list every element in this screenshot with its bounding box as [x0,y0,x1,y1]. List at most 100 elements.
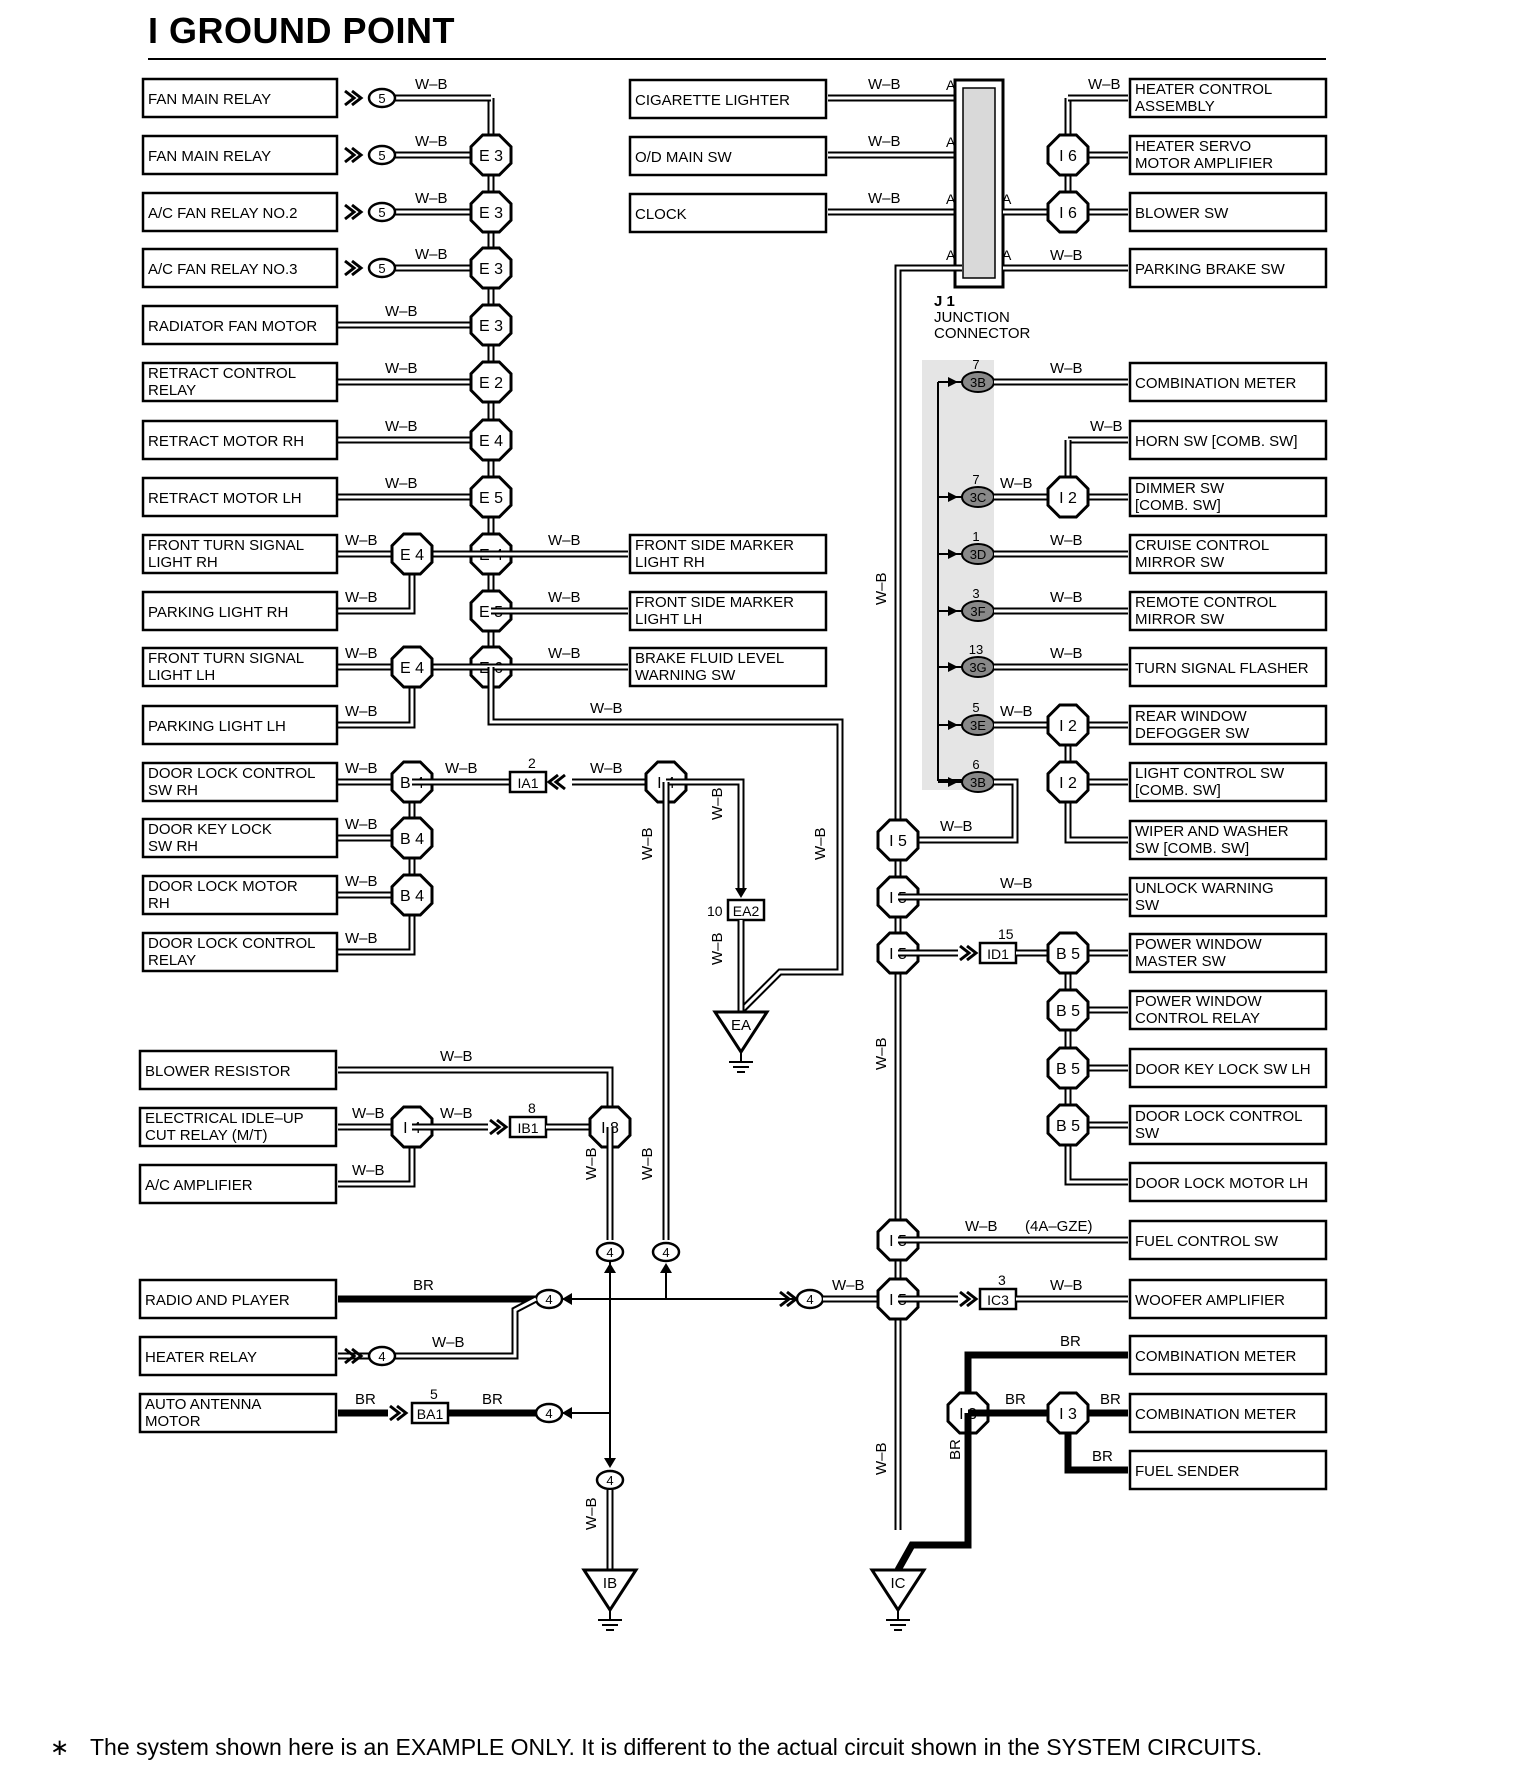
j1-pin-label: 3B [970,375,986,390]
wire-label: W–B [868,190,901,207]
splice-b5-label: B 5 [1056,1118,1080,1135]
arrow-down-icon [735,888,747,898]
wire-label: W–B [1090,418,1123,435]
box-fan-main-relay-1 [141,77,339,119]
box-fan-main-relay-1-label: FAN MAIN RELAY [148,91,271,108]
box-ac-amplifier [138,1163,338,1205]
splice-b4 [390,816,434,860]
junction-label: CONNECTOR [934,325,1031,342]
wire-label: BR [482,1391,503,1408]
pin-4-connector-label: 4 [545,1292,552,1307]
pin-5-connector-label: 5 [378,91,385,106]
j1-pin-number: 5 [972,700,979,715]
ground-ea-label: EA [731,1017,751,1034]
box-door-lock-ctrl-sw-lh-label: SW [1135,1125,1160,1142]
wire-label: W–B [583,1147,600,1180]
connector-ib1-pin: 8 [528,1100,536,1116]
pin-4-connector-label: 4 [545,1406,552,1421]
splice-i2 [1046,703,1090,747]
box-cigarette-lighter-label: CIGARETTE LIGHTER [635,92,790,109]
wire-label: W–B [548,645,581,662]
arrow-down-icon [604,1458,616,1468]
box-door-key-lock-sw-rh-label: SW RH [148,838,198,855]
wire-label: W–B [548,589,581,606]
box-ac-fan-relay-3 [141,247,339,289]
wire-label: W–B [352,1162,385,1179]
box-wiper-washer-label: WIPER AND WASHER [1135,823,1289,840]
j1-pin-label: 3B [970,775,986,790]
box-remote-mirror-label: REMOTE CONTROL [1135,594,1277,611]
wire-label: W–B [440,1048,473,1065]
splice-b5-label: B 5 [1056,1061,1080,1078]
wire-label: W–B [1050,360,1083,377]
wire-label: W–B [639,1147,656,1180]
wire-label: W–B [385,418,418,435]
wire-label: BR [1005,1391,1026,1408]
box-auto-antenna [138,1392,338,1434]
box-clock-label: CLOCK [635,206,687,223]
wire-label: W–B [1088,76,1121,93]
box-brake-fluid-label: BRAKE FLUID LEVEL [635,650,784,667]
box-elec-idle-up-label: CUT RELAY (M/T) [145,1127,268,1144]
box-door-key-lock-sw-rh [141,817,339,859]
splice-b4-label: B 4 [400,831,424,848]
wire-label: BR [1100,1391,1121,1408]
box-door-lock-ctrl-sw-lh [1128,1104,1328,1146]
pin-4-connector-label: 4 [606,1473,613,1488]
pin-5-connector [367,257,397,279]
pin-5-connector-label: 5 [378,205,385,220]
wire-label: W–B [345,873,378,890]
wire-label: W–B [1050,589,1083,606]
pin-4-connector [651,1241,681,1263]
box-heater-ctrl-assy-label: ASSEMBLY [1135,98,1215,115]
wire-e6-to-ea [487,667,844,1015]
splice-i2 [1046,475,1090,519]
wire-label: W–B [873,1442,890,1475]
splice-b5 [1046,931,1090,975]
connector-chevron-icon [344,203,364,221]
splice-e3-label: E 3 [479,205,503,222]
wire-label: W–B [345,645,378,662]
splice-i5-label: I 5 [889,833,907,850]
box-woofer-amp [1128,1278,1328,1320]
j1-pin-number: 1 [972,529,979,544]
page-title: I GROUND POINT [148,10,456,51]
box-rear-defogger-label: DEFOGGER SW [1135,725,1250,742]
splice-e3 [469,303,513,347]
box-retract-control-relay-label: RELAY [148,382,196,399]
wire-label: W–B [1050,532,1083,549]
connector-chevron-icon [344,146,364,164]
wire-label: W–B [1050,247,1083,264]
box-blower-sw [1128,191,1328,233]
wire-label: W–B [1050,645,1083,662]
junction-label: JUNCTION [934,309,1010,326]
wire-label: W–B [415,76,448,93]
j1-pin-label: 3G [969,660,986,675]
wire-label: W–B [345,532,378,549]
j1-pin-number: 7 [972,357,979,372]
box-combination-meter-1 [1128,361,1328,403]
box-fuel-sender [1128,1449,1328,1491]
wire-label: W–B [1000,703,1033,720]
box-ac-fan-relay-3-label: A/C FAN RELAY NO.3 [148,261,298,278]
box-heater-ctrl-assy [1128,77,1328,119]
connector-ia1-label: IA1 [517,775,538,791]
box-pw-relay [1128,989,1328,1031]
wire-label: W–B [940,818,973,835]
ground-ib-label: IB [603,1575,617,1592]
wire-label: W–B [385,360,418,377]
box-radio-player-label: RADIO AND PLAYER [145,1292,290,1309]
box-dimmer-sw-label: DIMMER SW [1135,480,1225,497]
splice-e3-label: E 3 [479,261,503,278]
wire-label: W–B [345,760,378,777]
ground-ib-symbol-icon [598,1610,622,1631]
wire-label: W–B [868,76,901,93]
box-brake-fluid [628,646,828,688]
pin-5-connector [367,201,397,223]
ground-ic [869,1568,927,1613]
wire-label: A [946,247,956,263]
wire-label: A [946,134,956,150]
box-fan-main-relay-2-label: FAN MAIN RELAY [148,148,271,165]
splice-b5 [1046,988,1090,1032]
box-od-main-sw-label: O/D MAIN SW [635,149,733,166]
